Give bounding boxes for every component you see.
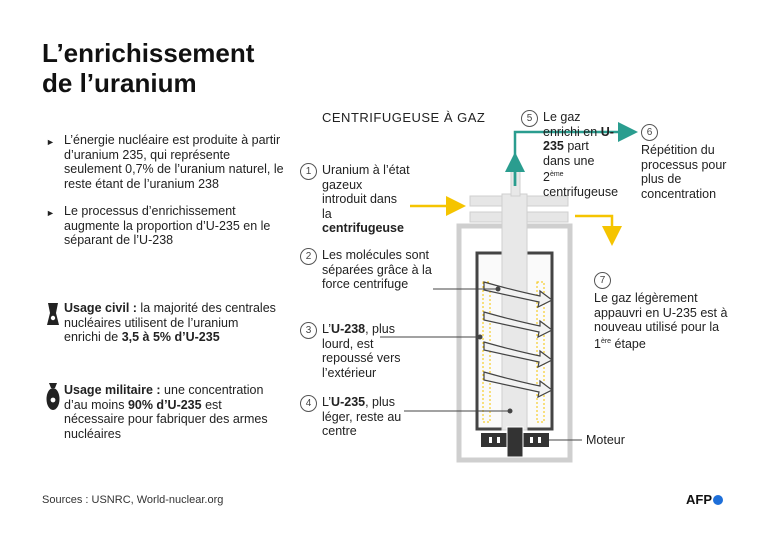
u238-zone-right <box>536 281 545 423</box>
swirl-arrows <box>483 281 554 399</box>
motor-shaft <box>506 426 524 458</box>
bullet-item: ► Le processus d’enrichissement augmente… <box>46 204 271 247</box>
afp-logo: AFP <box>686 492 723 507</box>
step-4-label: 4 L’U-235, plus léger, reste au centre <box>300 395 410 439</box>
step-5-label: 5 Le gaz enrichi en U-235 part dans une … <box>521 110 618 199</box>
u238-zone-left <box>482 281 491 423</box>
leader-lines <box>380 286 582 441</box>
diagram-title: CENTRIFUGEUSE À GAZ <box>322 110 486 125</box>
step-1-label: 1 Uranium à l’état gazeux introduit dans… <box>300 163 410 236</box>
step-2-label: 2 Les molécules sont séparées grâce à la… <box>300 248 440 292</box>
sources-text: Sources : USNRC, World-nuclear.org <box>42 494 224 506</box>
step-number-badge: 7 <box>594 272 611 289</box>
step-number-badge: 2 <box>300 248 317 265</box>
step-number-badge: 6 <box>641 124 658 141</box>
step-number-badge: 4 <box>300 395 317 412</box>
bomb-icon <box>46 383 60 410</box>
triangle-bullet-icon: ► <box>46 137 55 147</box>
civil-usage-block: Usage civil : la majorité des centrales … <box>46 301 276 345</box>
step-7-label: 7 Le gaz légèrement appauvri en U-235 es… <box>594 272 729 351</box>
motor-label: Moteur <box>586 433 625 447</box>
center-tube <box>501 193 528 431</box>
military-usage-block: Usage militaire : une concentration d’au… <box>46 383 276 441</box>
step-3-label: 3 L’U-238, plus lourd, est repoussé vers… <box>300 322 410 380</box>
bullet-item: ► L’énergie nucléaire est produite à par… <box>46 133 284 191</box>
step-number-badge: 3 <box>300 322 317 339</box>
step-6-label: 6 Répétition du processus pour plus de c… <box>641 124 741 201</box>
triangle-bullet-icon: ► <box>46 208 55 218</box>
logo-dot-icon <box>713 495 723 505</box>
depleted-arrow <box>575 214 622 246</box>
step-number-badge: 5 <box>521 110 538 127</box>
page-title: L’enrichissement de l’uranium <box>42 38 255 98</box>
step-number-badge: 1 <box>300 163 317 180</box>
cooling-tower-icon <box>47 303 59 325</box>
